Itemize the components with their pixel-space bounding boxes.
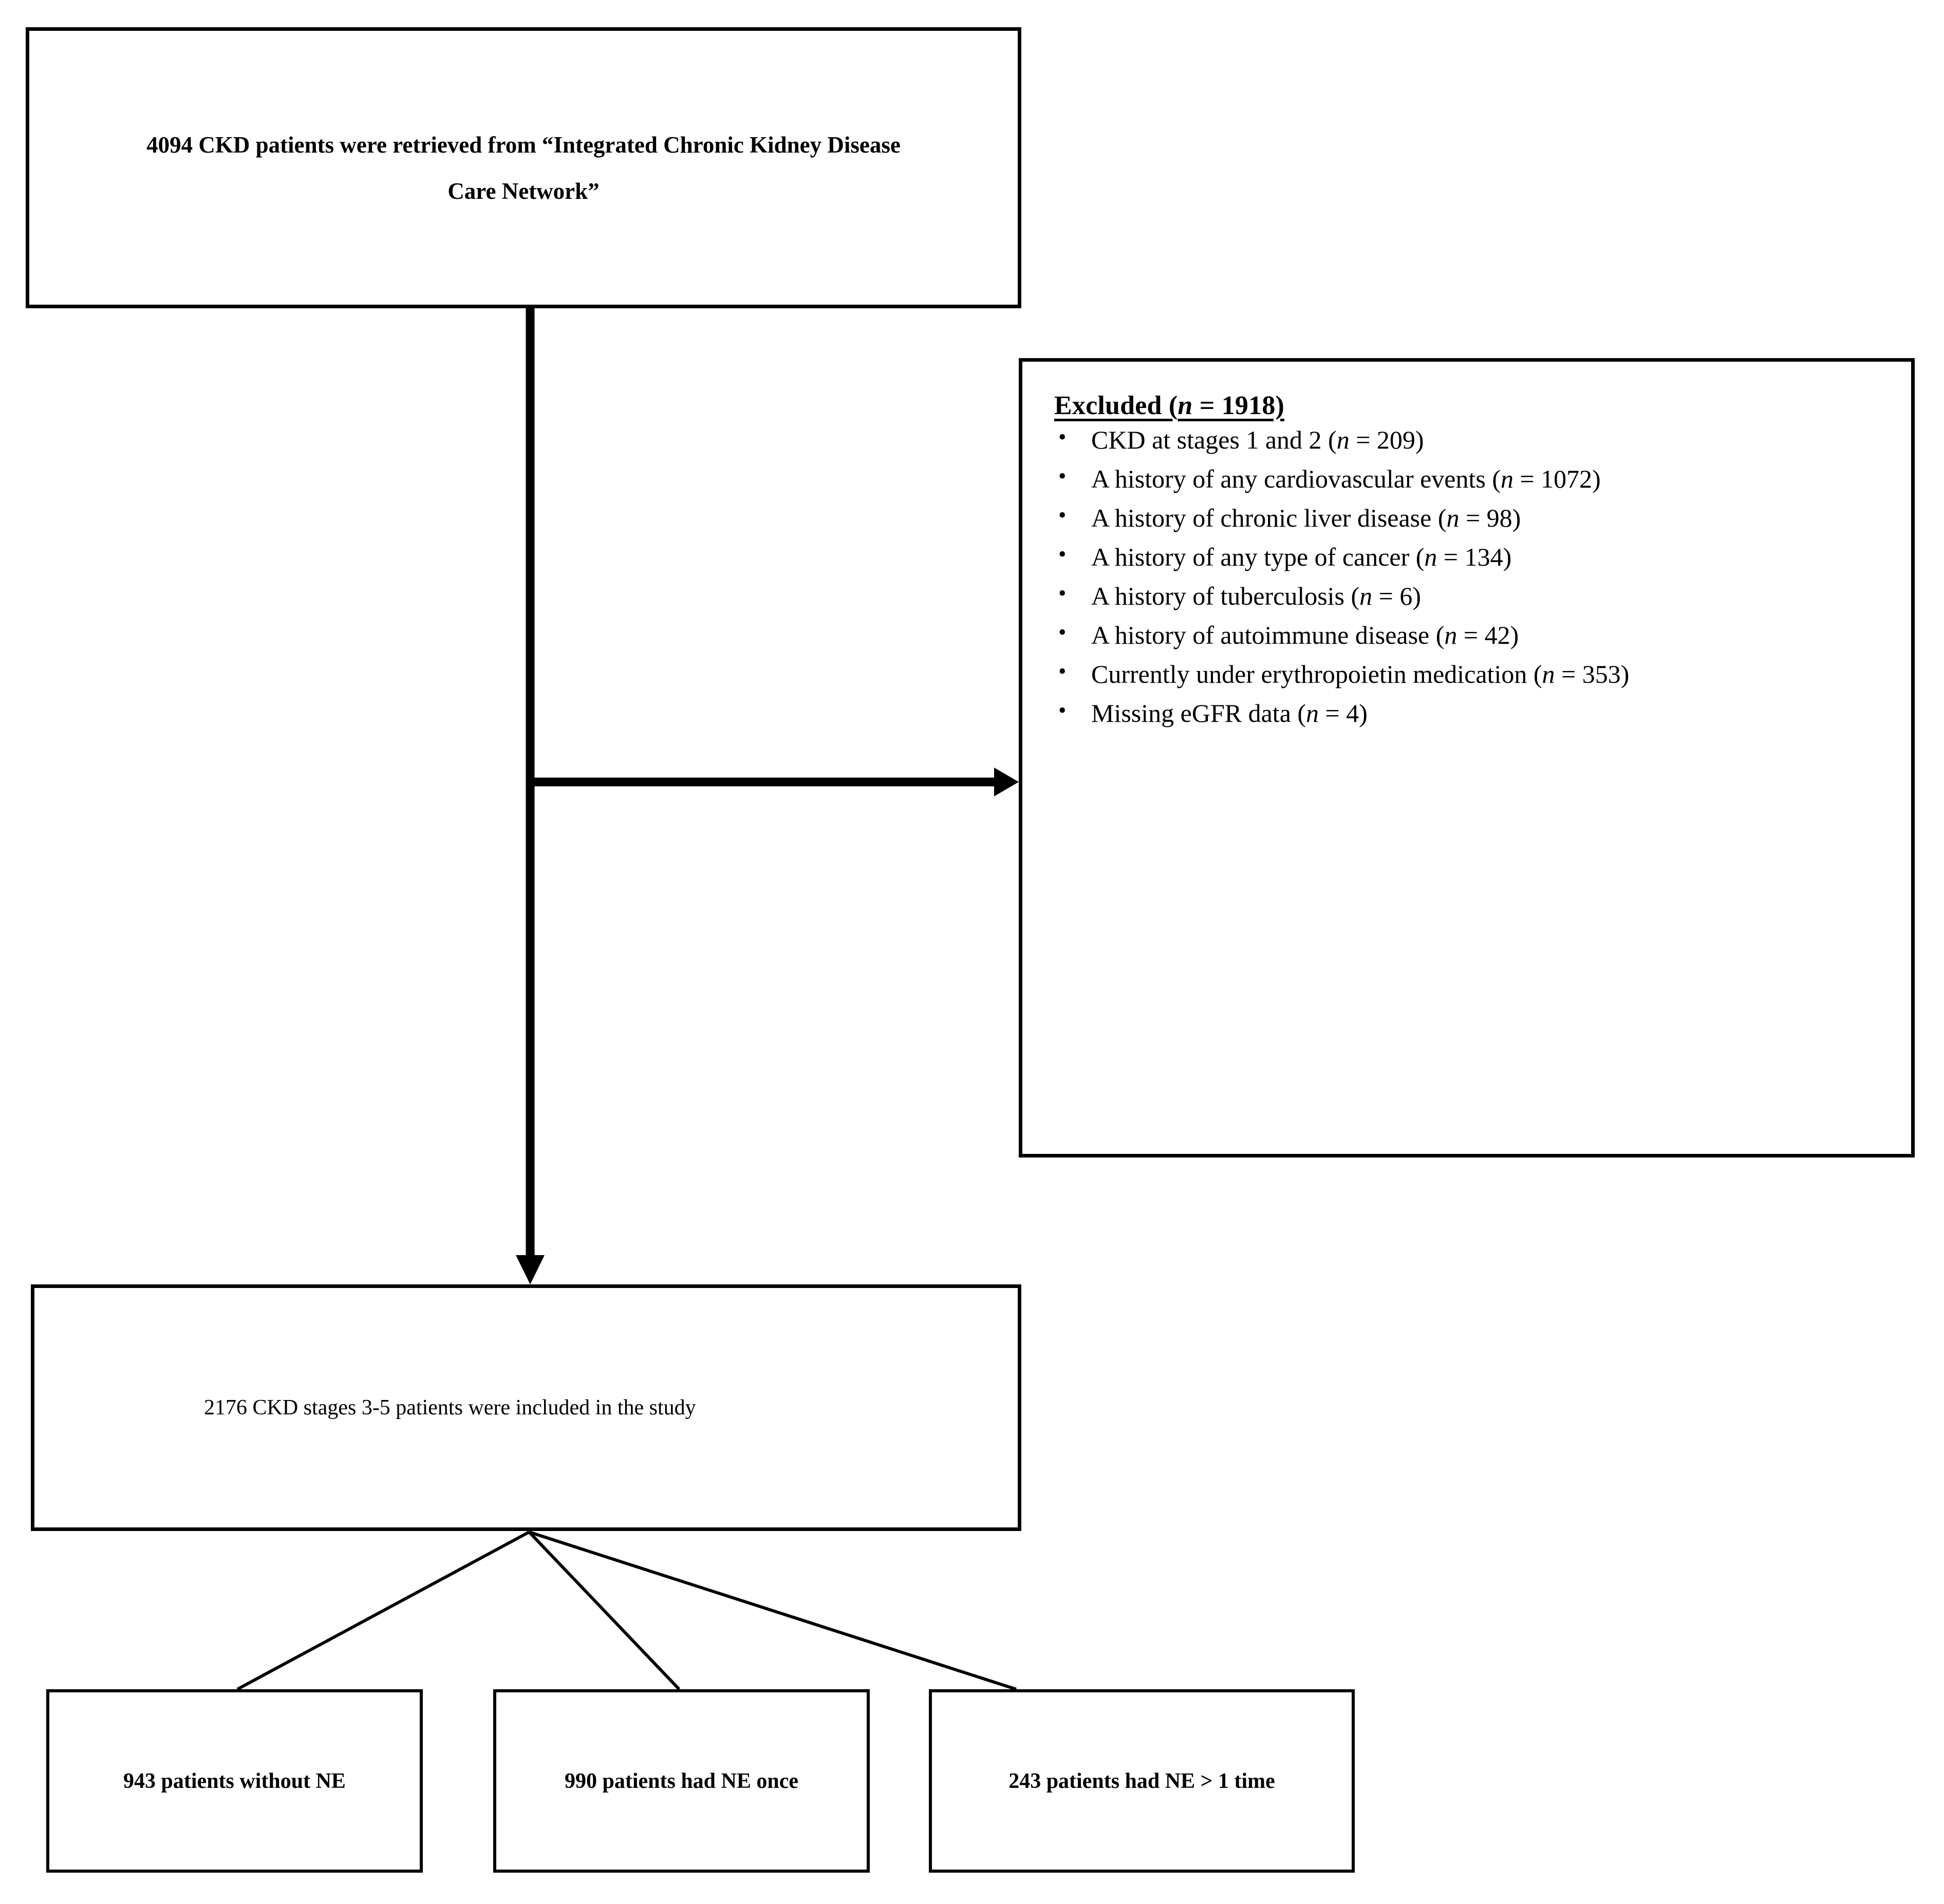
excluded-title-prefix: Excluded ( [1054, 391, 1178, 420]
exclusion-label: Missing eGFR data ( [1091, 699, 1306, 727]
exclusion-value: = 353) [1555, 660, 1630, 688]
exclusion-italic-n: n [1359, 582, 1373, 610]
arrowhead-right-excluded [994, 768, 1019, 796]
exclusion-label: A history of tuberculosis ( [1091, 582, 1360, 610]
arrowhead-down-included [516, 1255, 545, 1284]
connector-fan-right [529, 1530, 1017, 1691]
exclusion-italic-n: n [1542, 660, 1555, 688]
outcome-text: 990 patients had NE once [564, 1769, 799, 1793]
excluded-list-item: A history of autoimmune disease (n = 42) [1054, 621, 1896, 649]
exclusion-label: A history of any cardiovascular events ( [1091, 464, 1501, 493]
source-line-2: Care Network” [447, 178, 600, 204]
exclusion-italic-n: n [1444, 621, 1457, 649]
outcome-box-no-ne: 943 patients without NE [46, 1689, 423, 1873]
exclusion-value: = 209) [1349, 425, 1424, 454]
exclusion-value: = 134) [1437, 543, 1512, 571]
included-cohort-text: 2176 CKD stages 3-5 patients were includ… [204, 1395, 696, 1420]
exclusion-label: A history of chronic liver disease ( [1091, 503, 1447, 532]
excluded-list-item: A history of any cardiovascular events (… [1054, 464, 1896, 493]
exclusion-value: = 1072) [1513, 464, 1601, 493]
exclusion-value: = 42) [1457, 621, 1519, 649]
connector-fan-middle [528, 1530, 681, 1691]
excluded-list-item: Missing eGFR data (n = 4) [1054, 699, 1896, 727]
exclusion-label: CKD at stages 1 and 2 ( [1091, 425, 1337, 454]
exclusion-italic-n: n [1336, 425, 1350, 454]
outcome-box-ne-multiple: 243 patients had NE > 1 time [929, 1689, 1355, 1873]
outcome-box-ne-once: 990 patients had NE once [493, 1689, 870, 1873]
connector-fan-left [236, 1530, 530, 1691]
exclusion-italic-n: n [1446, 503, 1460, 532]
exclusion-label: Currently under erythropoietin medicatio… [1091, 660, 1542, 688]
outcome-text: 943 patients without NE [123, 1769, 346, 1793]
outcome-text: 243 patients had NE > 1 time [1008, 1769, 1275, 1793]
excluded-title-suffix: = 1918) [1192, 391, 1285, 420]
source-cohort-text: 4094 CKD patients were retrieved from “I… [69, 122, 978, 214]
exclusion-italic-n: n [1424, 543, 1437, 571]
source-line-1: 4094 CKD patients were retrieved from “I… [146, 132, 901, 158]
exclusion-value: = 6) [1372, 582, 1422, 610]
exclusion-value: = 98) [1459, 503, 1521, 532]
excluded-criteria-list: CKD at stages 1 and 2 (n = 209) A histor… [1054, 425, 1896, 739]
excluded-list-item: A history of tuberculosis (n = 6) [1054, 582, 1896, 610]
included-cohort-box: 2176 CKD stages 3-5 patients were includ… [31, 1284, 1021, 1531]
exclusion-value: = 4) [1319, 699, 1368, 727]
excluded-list-item: Currently under erythropoietin medicatio… [1054, 660, 1896, 688]
excluded-list-item: A history of chronic liver disease (n = … [1054, 503, 1896, 532]
exclusion-italic-n: n [1306, 699, 1319, 727]
excluded-list-item: CKD at stages 1 and 2 (n = 209) [1054, 425, 1896, 454]
excluded-title-italic-n: n [1177, 391, 1193, 420]
source-cohort-box: 4094 CKD patients were retrieved from “I… [26, 27, 1021, 308]
exclusion-italic-n: n [1500, 464, 1513, 493]
exclusion-label: A history of any type of cancer ( [1091, 543, 1425, 571]
exclusion-label: A history of autoimmune disease ( [1091, 621, 1445, 649]
excluded-title: Excluded (n = 1918) [1054, 390, 1284, 421]
excluded-criteria-box: Excluded (n = 1918) CKD at stages 1 and … [1019, 358, 1915, 1158]
excluded-list-item: A history of any type of cancer (n = 134… [1054, 543, 1896, 571]
